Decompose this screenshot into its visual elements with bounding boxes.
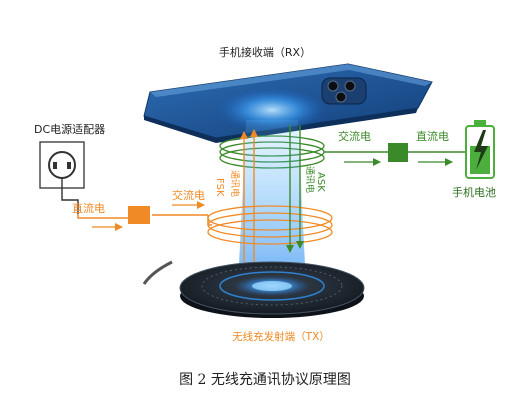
fsk-sub-label-group: 通讯电 [229,170,241,197]
ask-sub-label: 通讯电 [304,166,316,193]
ask-arrows [286,125,304,253]
lightning-icon [474,130,488,170]
rx-glow [217,88,327,132]
dc-left-label: 直流电 [72,201,105,215]
ask-sub-label-group: 通讯电 [304,166,316,193]
ac-left-label: 交流电 [172,188,205,202]
ac-right-label: 交流电 [338,129,371,143]
fsk-arrows [240,129,258,262]
ask-label-group: ASK [315,172,326,192]
dc-adapter [39,141,85,214]
adapter-label: DC电源适配器 [34,122,105,136]
figure-caption: 图 2 无线充通讯协议原理图 [179,372,351,388]
camera-module [321,77,367,105]
tx-label: 无线充发射端（TX） [232,330,330,343]
fsk-label: FSK [214,178,225,197]
rectifier-block [388,143,408,162]
left-power-path [77,214,212,226]
charging-pad [142,260,365,318]
dc-right-label: 直流电 [416,129,449,143]
inverter-block [128,206,150,224]
fsk-label-group: FSK [214,178,225,197]
energy-beam [239,120,305,265]
rx-label: 手机接收端（RX） [219,45,311,59]
battery-label: 手机电池 [452,185,496,199]
pad-cable [142,260,173,285]
battery-icon [465,120,495,179]
ask-label: ASK [315,172,326,192]
fsk-sub-label: 通讯电 [229,170,241,197]
